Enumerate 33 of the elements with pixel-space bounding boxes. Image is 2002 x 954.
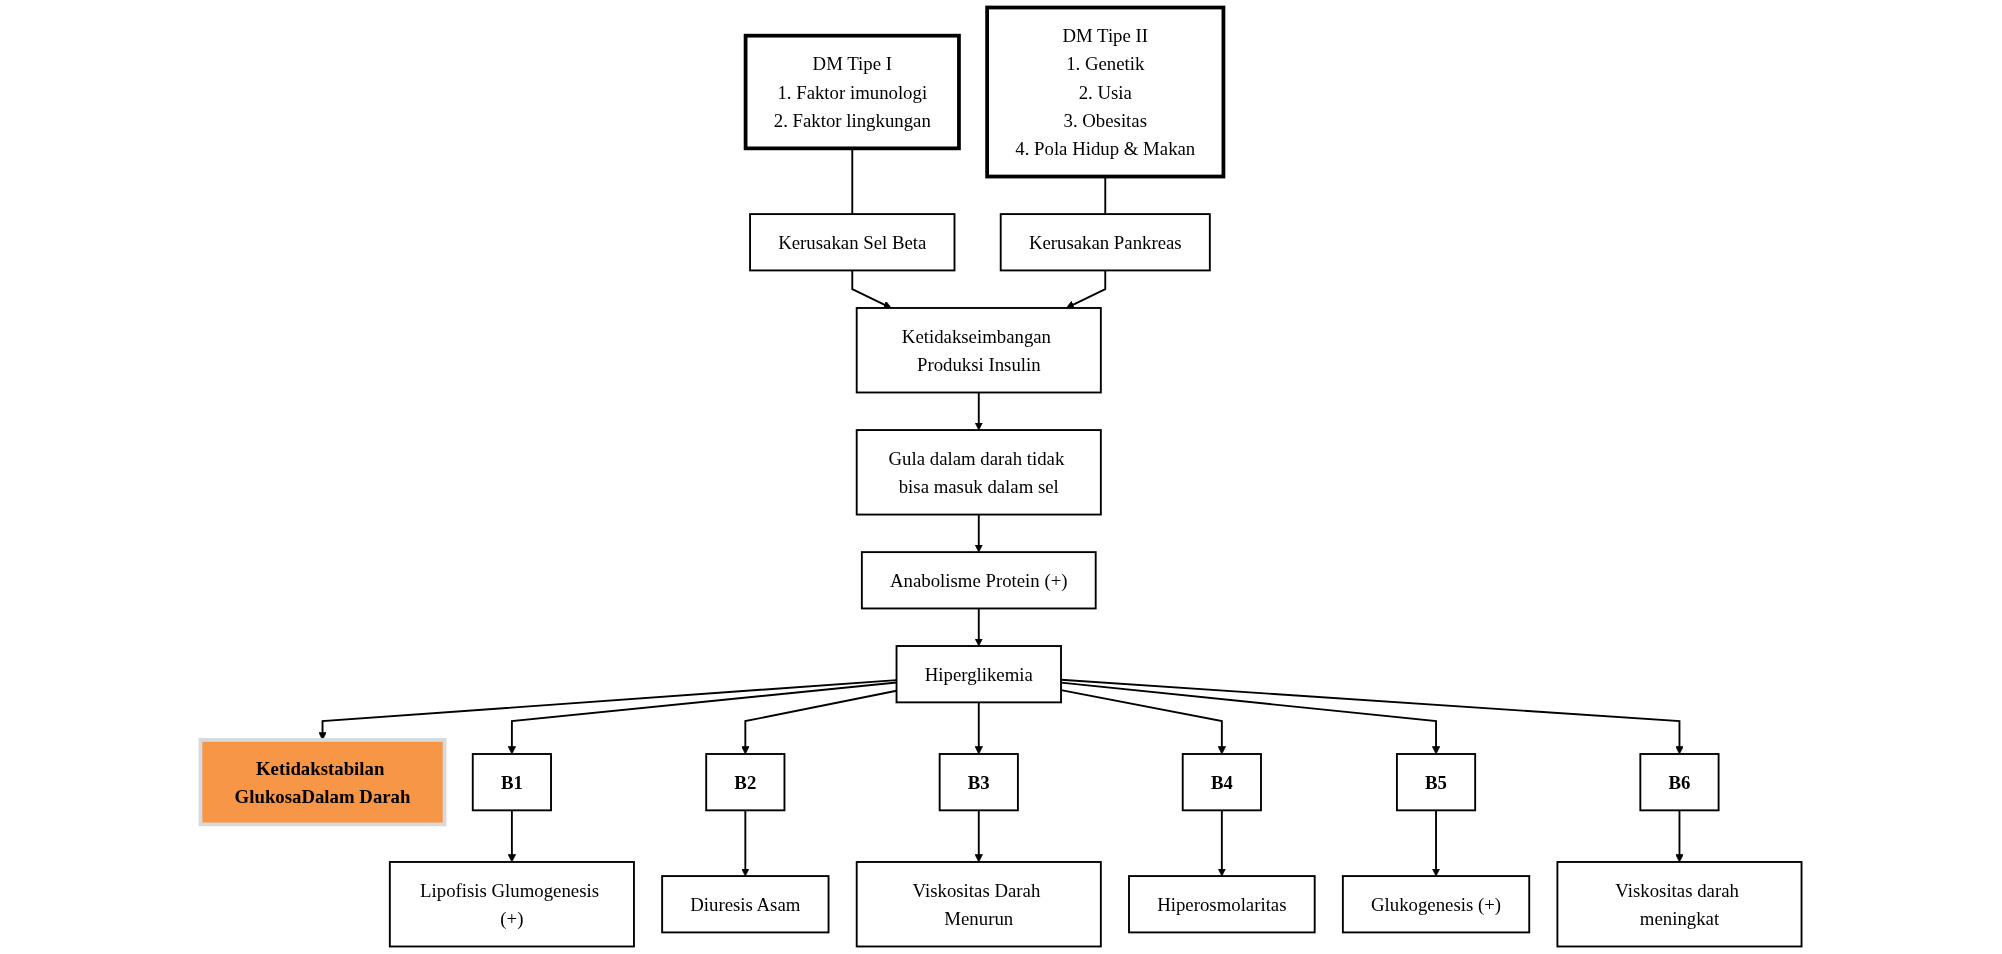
node-box: B6: [1639, 753, 1720, 812]
arrow: [507, 809, 517, 863]
node-box: Kerusakan Pankreas: [999, 213, 1211, 272]
node-box: Ketidakseimbangan Produksi Insulin: [855, 307, 1102, 394]
arrow: [741, 809, 750, 877]
node-box: DM Tipe I 1. Faktor imunologi 2. Faktor lingkungan: [743, 33, 961, 151]
arrow: [1065, 269, 1107, 309]
arrow: [974, 607, 983, 647]
node-box: Kerusakan Sel Beta: [749, 213, 956, 272]
node-box: B1: [471, 753, 552, 812]
node-box: Viskositas darah meningkat: [1556, 861, 1803, 948]
node-box: Lipofisis Glumogenesis (+): [388, 861, 635, 948]
node-box: Ketidakstabilan GlukosaDalam Darah: [198, 738, 447, 827]
node-box: B4: [1181, 753, 1262, 812]
node-box: Gula dalam darah tidak bisa masuk dalam sel: [855, 429, 1102, 516]
node-box: B2: [705, 753, 786, 812]
node-box: Anabolisme Protein (+): [860, 551, 1097, 610]
node-box: Glukogenesis (+): [1341, 875, 1531, 934]
node-box: B3: [938, 753, 1019, 812]
node-box: Diuresis Asam: [661, 875, 830, 934]
arrow: [974, 391, 983, 431]
node-box: Hiperosmolaritas: [1128, 875, 1316, 934]
arrow: [974, 513, 983, 553]
arrow: [974, 701, 983, 755]
node-box: DM Tipe II 1. Genetik 2. Usia 3. Obesitas 4. Pola Hidup & Makan: [985, 5, 1226, 179]
node-box: Viskositas Darah Menurun: [855, 861, 1102, 948]
arrow: [1217, 809, 1226, 877]
arrow: [974, 809, 983, 863]
arrow: [1675, 809, 1684, 863]
arrow: [1431, 809, 1441, 877]
node-box: B5: [1396, 753, 1477, 812]
arrow: [851, 269, 892, 309]
node-box: Hiperglikemia: [895, 645, 1062, 704]
